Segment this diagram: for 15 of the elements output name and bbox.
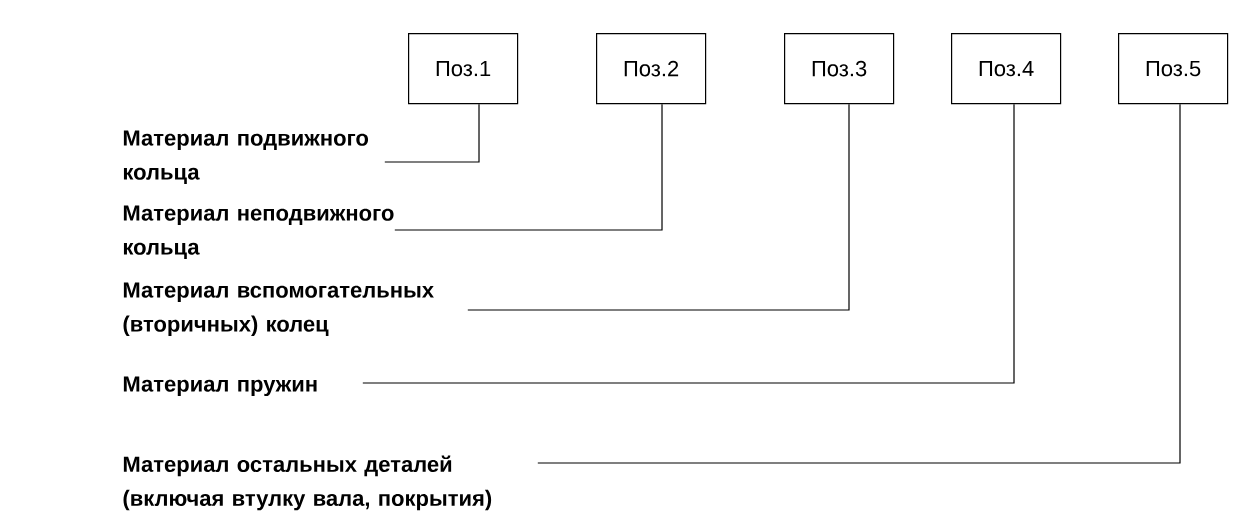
leader-line	[384, 103, 480, 163]
position-box: Поз.3	[784, 33, 895, 105]
position-box: Поз.2	[596, 33, 707, 105]
label-text: Материал подвижного кольца	[123, 130, 369, 184]
leader-line	[467, 103, 850, 311]
position-box: Поз.1	[408, 33, 519, 105]
position-box: Поз.5	[1118, 33, 1229, 105]
position-box: Поз.4	[951, 33, 1062, 105]
leader-line	[537, 103, 1181, 464]
label-text: Материал неподвижного кольца	[123, 205, 394, 259]
leader-line	[394, 103, 663, 231]
label-text: Материал пружин	[123, 376, 317, 397]
label-text: Материал вспомогательных (вторичных) колец	[123, 282, 434, 337]
label-text: Материал остальных деталей (включая втулку вала, покрытия)	[123, 455, 492, 511]
leader-line	[362, 103, 1015, 384]
